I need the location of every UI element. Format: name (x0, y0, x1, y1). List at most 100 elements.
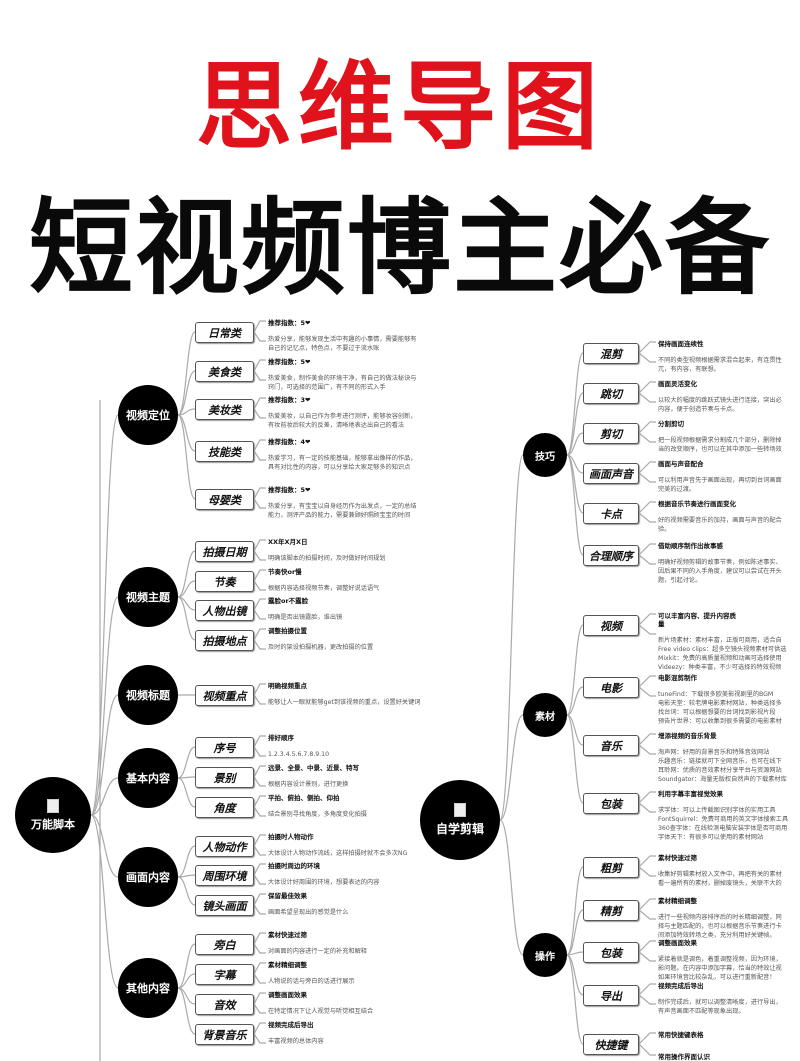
connector (566, 954, 584, 996)
connector (253, 569, 266, 582)
node-label: 素材 (535, 711, 555, 723)
connector (177, 777, 196, 808)
connector (638, 461, 656, 474)
item-description: 人物说的话与旁白的话进行展示 (268, 978, 355, 985)
connector (638, 909, 656, 920)
item-description: 明确该脚本的拍摄时间，及时做好时间规划 (268, 555, 386, 562)
topic-box: 精剪 (583, 900, 639, 921)
item-description: 明确好视频剪辑的故事节奏，例如陈述事实、 (658, 559, 782, 566)
connector (177, 550, 196, 598)
connector (253, 893, 266, 906)
document-icon (47, 798, 59, 813)
topic-box: 美妆类 (195, 399, 254, 420)
category-node: 操作 (523, 933, 567, 977)
item-heading: 远景、全景、中景、近景、特写 (268, 764, 359, 772)
item-heading: 推荐指数：5❤ (268, 319, 311, 327)
item-description: 及时的架设拍摄机器，更改拍摄的位置 (268, 644, 374, 651)
item-heading: 画面灵活变化 (658, 380, 697, 388)
item-heading: 量 (658, 620, 665, 628)
topic-box: 日常类 (195, 322, 254, 343)
topic-box: 导出 (583, 985, 639, 1006)
item-heading: 明确视频重点 (268, 682, 307, 690)
connector (638, 744, 656, 755)
item-heading: 视频完成后导出 (658, 982, 704, 990)
connector (253, 1033, 266, 1044)
connector (638, 675, 656, 688)
item-description: 乐趣音乐：链接就可下全网音乐，也可在线下 (658, 758, 782, 765)
connector (253, 735, 266, 748)
item-description: 制作完成后，就可以调整清晰度，进行导出， (658, 999, 782, 1006)
item-description: 热爱分享，有宝宝以自身经历作为出发点，一定的总结 (268, 503, 417, 510)
item-description: 进行一些视频内容排序后的时长精细调整，同 (658, 914, 782, 921)
connector (566, 686, 584, 716)
connector (499, 454, 524, 821)
item-heading: 露脸or不露脸 (268, 597, 309, 605)
connector (253, 320, 266, 333)
item-heading: 平拍、俯拍、侧拍、仰拍 (268, 794, 340, 802)
item-description: 画面希望呈现出的感觉是什么 (268, 909, 349, 916)
topic-box: 拍摄日期 (195, 541, 254, 562)
connector (90, 694, 119, 816)
connector (638, 802, 656, 813)
node-label: 万能脚本 (31, 817, 75, 831)
connector (638, 994, 656, 1005)
item-description: 当的改变顺序，也可以在其中添加一些转场效 (658, 446, 782, 453)
connector (253, 439, 266, 452)
item-heading: 可以丰富内容、提升内容质 (658, 612, 736, 620)
item-description: 热爱学习，有一定的技能基础，能够拿出像样的作品， (268, 455, 417, 462)
item-description: 新片场素材：素材丰富，正版可商用，适合自 (658, 637, 782, 644)
connector (253, 973, 266, 984)
item-heading: 排好顺序 (268, 734, 294, 742)
topic-box: 跳切 (583, 383, 639, 404)
topic-box: 粗剪 (583, 857, 639, 878)
connector (177, 370, 196, 416)
connector (177, 876, 196, 906)
connector (177, 580, 196, 598)
item-description: 如果环境音比较杂乱，可以进行重新配音！ (658, 974, 776, 981)
topic-box: 角度 (195, 797, 254, 818)
topic-box: 技能类 (195, 441, 254, 462)
topic-box: 拍摄地点 (195, 630, 254, 651)
connector (566, 909, 584, 956)
item-description: 不同的类型视频根据需求混合起来，有连贯性 (658, 357, 782, 364)
connector (638, 421, 656, 434)
item-description: 在特定情况下让人视觉与听觉相互结合 (268, 1008, 374, 1015)
connector (499, 819, 524, 956)
connector (638, 940, 656, 953)
topic-box: 视频 (583, 615, 639, 636)
topic-box: 镜头画面 (195, 895, 254, 916)
topic-box: 视频重点 (195, 685, 254, 706)
connector (253, 1022, 266, 1035)
item-description: 热爱分享，能够发现生活中有趣的小事情，需要能够有 (268, 336, 417, 343)
connector (566, 951, 584, 956)
connector (638, 951, 656, 962)
connector (253, 694, 266, 705)
node-label: 操作 (535, 951, 555, 963)
item-description: tuneFind：下载很多欧美影视剧里的BGM (658, 691, 774, 698)
connector (253, 639, 266, 650)
main-title: 思维导图 (196, 51, 604, 163)
topic-box: 电影 (583, 677, 639, 698)
item-heading: 保持画面连续性 (658, 340, 704, 348)
connector (499, 714, 524, 821)
connector (638, 352, 656, 363)
item-description: 1.2.3.4.5.6.7.8.9.10 (268, 751, 330, 758)
topic-box: 母婴类 (195, 489, 254, 510)
item-heading: 调整画面效果 (658, 939, 697, 947)
connector (253, 397, 266, 410)
connector (638, 791, 656, 804)
topic-box: 画面声音 (583, 463, 639, 484)
topic-box: 背景音乐 (195, 1024, 254, 1045)
item-description: 热爱美食，制作美食的环境干净，有自己的做法秘诀与 (268, 375, 417, 382)
category-node: 技巧 (523, 433, 567, 477)
item-description: 能力，测评产品的能力，需要兼顾好照顾宝宝的时间 (268, 512, 411, 519)
item-description: Videezy：种类丰富，不少可选择的特效视频 (658, 664, 782, 671)
item-description: Mixkit：免费的高质量视频和动画可选择使用 (658, 655, 782, 662)
item-description: 紧接着就是调色，着重调整视频，因为环境， (658, 956, 782, 963)
item-description: 验。 (658, 526, 671, 533)
connector (638, 855, 656, 868)
item-heading: 增添视频的音乐背景 (658, 732, 717, 740)
node-label: 视频定位 (126, 409, 170, 422)
item-description: 以较大的幅度的跳跃式镜头进行连接，突出必 (658, 397, 782, 404)
connector (638, 341, 656, 354)
